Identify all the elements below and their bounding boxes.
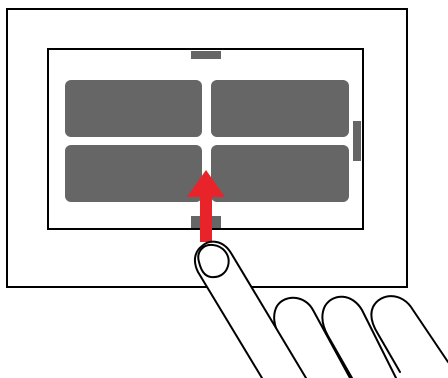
tile-bottom-right bbox=[211, 145, 349, 202]
finger-middle bbox=[321, 295, 397, 378]
arrow-up-icon bbox=[187, 170, 225, 242]
hand bbox=[193, 240, 448, 378]
finger-index bbox=[193, 240, 307, 378]
fingernail bbox=[197, 243, 230, 279]
finger-ring bbox=[370, 295, 448, 373]
tile-top-left bbox=[65, 80, 202, 137]
top-handle bbox=[191, 51, 221, 59]
tile-bottom-left bbox=[65, 145, 202, 202]
tile-top-right bbox=[211, 80, 349, 137]
right-handle bbox=[353, 121, 361, 161]
